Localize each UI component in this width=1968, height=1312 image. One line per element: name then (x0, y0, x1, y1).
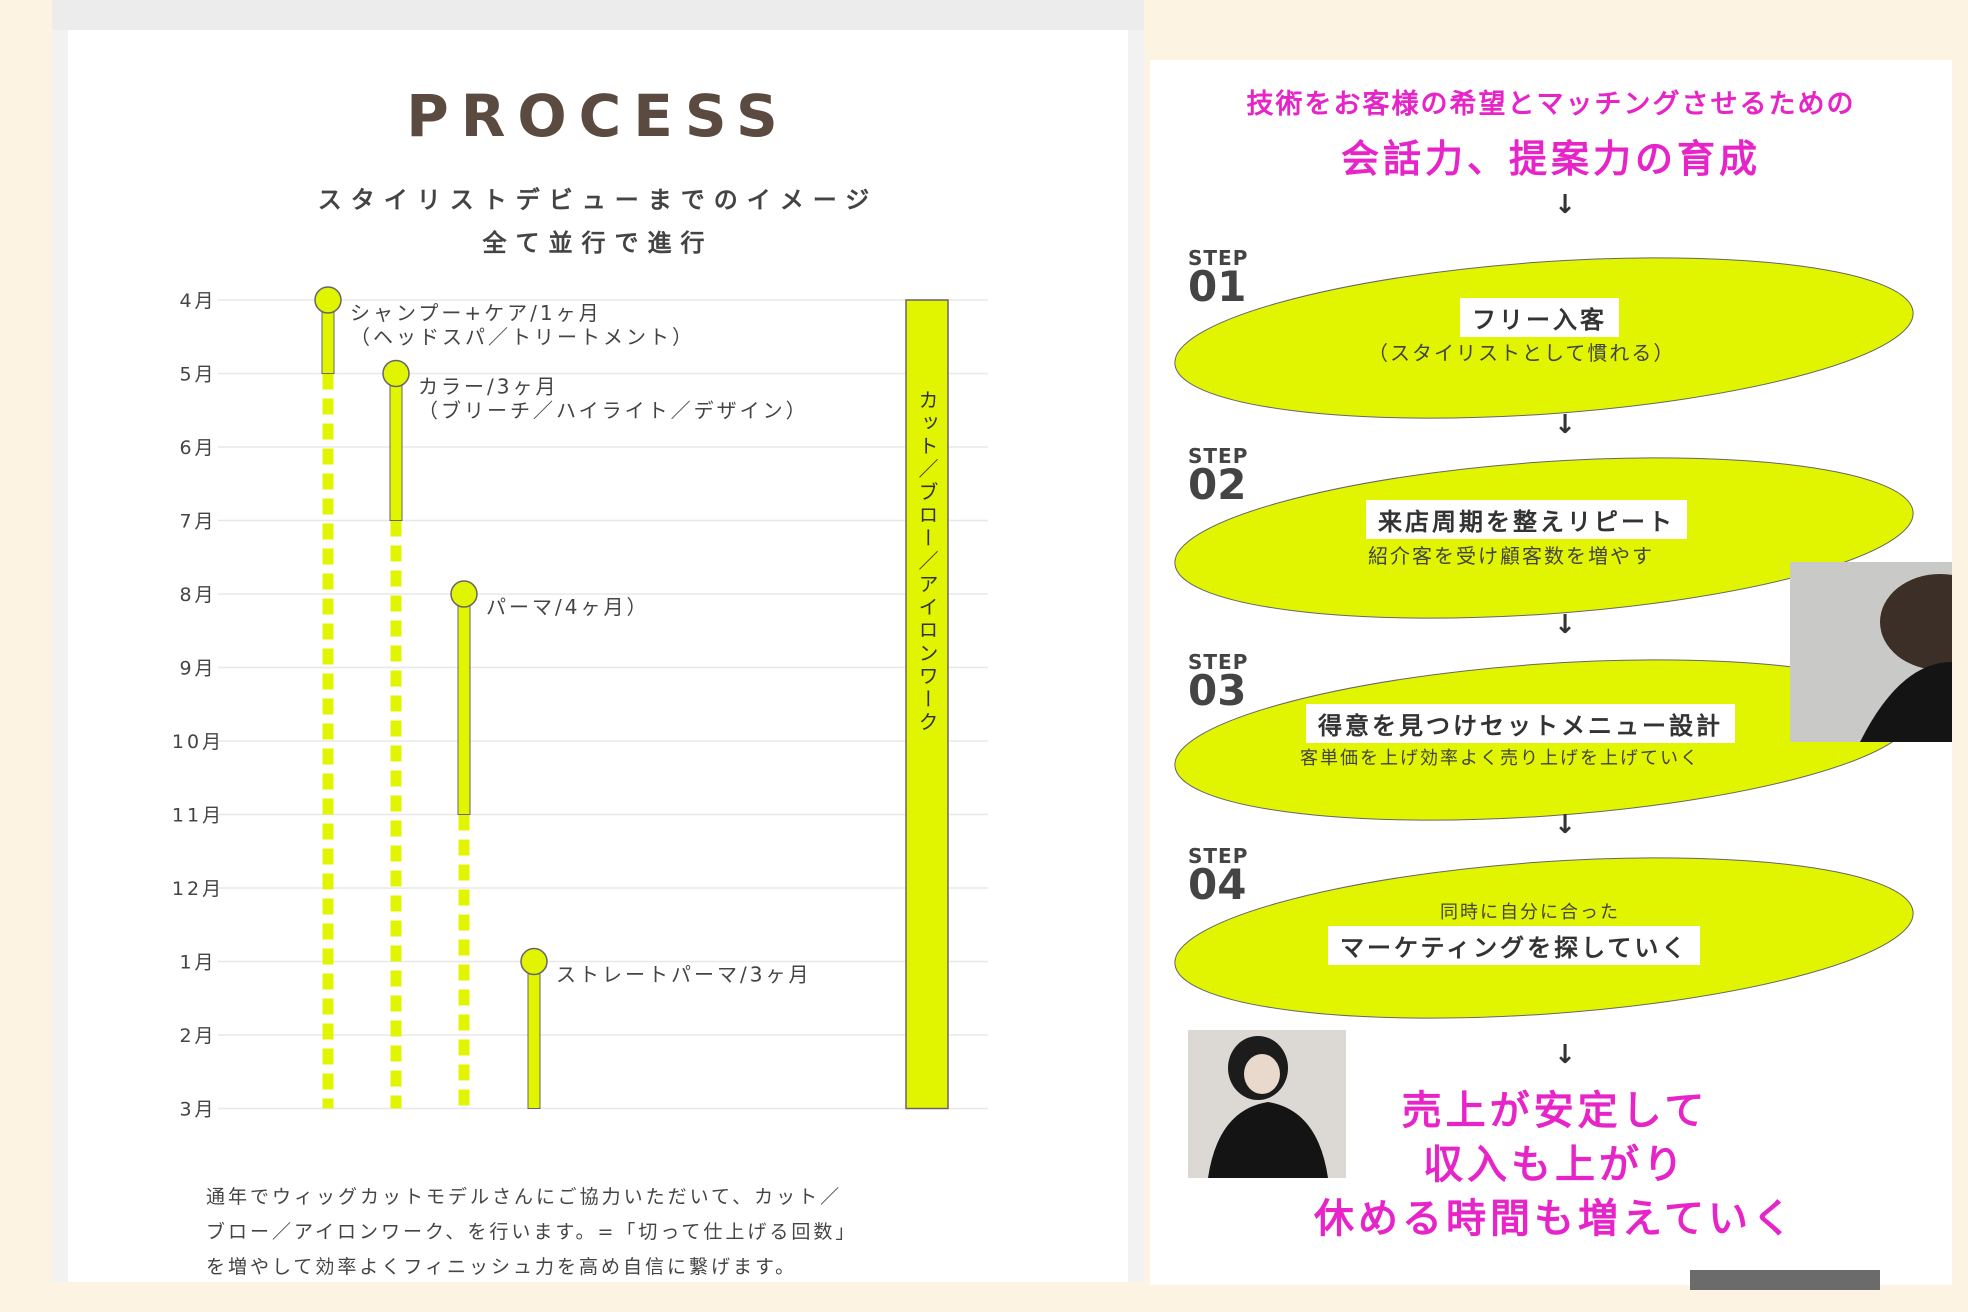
step-number: 02 (1188, 460, 1247, 509)
step-label: STEP 01 (1188, 248, 1248, 308)
track-solid (457, 593, 471, 815)
track-label-detail: （ヘッドスパ／トリートメント） (350, 325, 695, 349)
track-start-dot (520, 947, 548, 976)
step-tag: 来店周期を整えリピート (1366, 500, 1687, 539)
step-tag: 得意を見つけセットメニュー設計 (1306, 704, 1735, 743)
step-label: STEP 03 (1188, 652, 1248, 712)
closing-line: 休める時間も増えていく (1314, 1196, 1796, 1242)
step-number: 04 (1188, 860, 1247, 909)
step-word: STEP (1188, 650, 1249, 674)
month-label: 9月 (179, 658, 216, 680)
step-sub: 客単価を上げ効率よく売り上げを上げていく (1300, 748, 1700, 769)
track-solid (527, 961, 541, 1109)
cut-blow-iron-bar (905, 299, 949, 1110)
step-sub: 同時に自分に合った (1440, 902, 1620, 923)
model-photo (1188, 1030, 1346, 1178)
step-sub: （スタイリストとして慣れる） (1368, 341, 1676, 365)
timeline-chart: 4月5月6月7月8月9月10月11月12月1月2月3月シャンプー+ケア/1ヶ月（… (172, 286, 988, 1121)
subtitle: スタイリストデビューまでのイメージ (317, 186, 879, 214)
step-ellipse (1174, 257, 1914, 419)
description-line: 通年でウィッグカットモデルさんにご協力いただいて、カット／ (206, 1186, 843, 1208)
month-label: 7月 (179, 511, 216, 533)
step-word: STEP (1188, 246, 1249, 270)
month-label: 2月 (179, 1025, 216, 1047)
intro-text: 技術をお客様の希望とマッチングさせるための (1246, 89, 1856, 120)
closing-line: 売上が安定して (1401, 1088, 1709, 1134)
arrow-down-icon: ↓ (1554, 610, 1576, 640)
month-label: 6月 (179, 437, 216, 459)
step-sub: 紹介客を受け顧客数を増やす (1368, 544, 1654, 568)
step-word: STEP (1188, 844, 1249, 868)
image-edge (1690, 1270, 1880, 1290)
intro-heading: 会話力、提案力の育成 (1340, 137, 1761, 181)
month-label: 4月 (179, 290, 216, 312)
track-start-dot (382, 359, 410, 388)
steps-panel: 技術をお客様の希望とマッチングさせるための 会話力、提案力の育成 ↓ STEP … (1150, 60, 1952, 1285)
arrow-down-icon: ↓ (1554, 810, 1576, 840)
description-line: を増やして効率よくフィニッシュ力を高め自信に繋げます。 (206, 1256, 798, 1278)
description: 通年でウィッグカットモデルさんにご協力いただいて、カット／ ブロー／アイロンワー… (206, 1180, 1046, 1285)
month-label: 3月 (179, 1099, 216, 1121)
track-label: パーマ/4ヶ月） (486, 595, 649, 619)
step-number: 01 (1188, 262, 1247, 311)
month-label: 1月 (179, 952, 216, 974)
subtitle-sub: 全て並行で進行 (482, 229, 714, 257)
track-label-detail: （ブリーチ／ハイライト／デザイン） (418, 399, 809, 423)
month-label: 11月 (172, 805, 224, 827)
arrow-down-icon: ↓ (1554, 410, 1576, 440)
step-number: 03 (1188, 666, 1247, 715)
top-strip (52, 0, 1144, 30)
step-word: STEP (1188, 444, 1249, 468)
month-label: 10月 (172, 731, 224, 753)
track-solid (389, 373, 403, 521)
description-line: ブロー／アイロンワーク、を行います。=「切って仕上げる回数」 (206, 1221, 858, 1243)
track-start-dot (450, 580, 478, 608)
closing-line: 収入も上がり (1423, 1142, 1687, 1188)
month-label: 8月 (179, 584, 216, 606)
month-label: 12月 (172, 878, 224, 900)
arrow-down-icon: ↓ (1554, 190, 1576, 220)
arrow-down-icon: ↓ (1554, 1040, 1576, 1070)
step-tag: フリー入客 (1460, 298, 1619, 337)
track-label: ストレートパーマ/3ヶ月 (556, 963, 811, 987)
model-photo (1790, 562, 1952, 742)
step-label: STEP 04 (1188, 846, 1248, 906)
process-panel: PROCESS スタイリストデビューまでのイメージ 全て並行で進行 4月 5月 6月… (52, 30, 1144, 1282)
step-label: STEP 02 (1188, 446, 1248, 506)
month-label: 5月 (179, 364, 216, 386)
track-start-dot (314, 286, 342, 314)
bar-label: カット／ブロー／アイロンワーク (915, 390, 939, 735)
closing-message: 売上が安定して 収入も上がり 休める時間も増えていく (1160, 1084, 1950, 1246)
track-label: シャンプー+ケア/1ヶ月 (350, 301, 602, 325)
step-tag: マーケティングを探していく (1328, 926, 1701, 965)
process-card: PROCESS スタイリストデビューまでのイメージ 全て並行で進行 4月 5月 6月… (68, 30, 1128, 1282)
track-label: カラー/3ヶ月 (418, 375, 558, 399)
page-title: PROCESS (406, 82, 790, 150)
